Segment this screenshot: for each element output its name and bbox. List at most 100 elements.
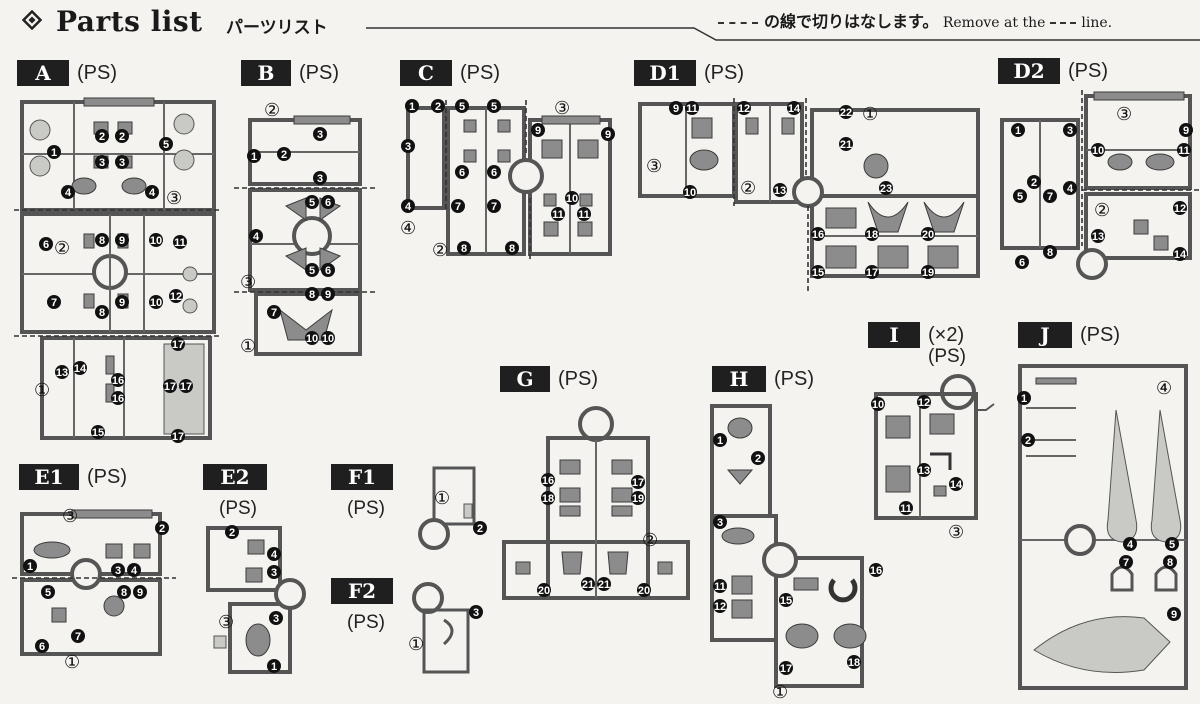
runner-label-h: H(PS)	[712, 366, 814, 392]
frame-numbers: ② ③ ①	[240, 100, 280, 356]
frame-numbers: ①	[434, 488, 450, 508]
svg-text:18: 18	[542, 493, 554, 505]
svg-text:18: 18	[848, 657, 860, 669]
svg-text:17: 17	[866, 267, 878, 279]
svg-text:3: 3	[717, 517, 723, 529]
svg-text:8: 8	[1167, 557, 1173, 569]
runner-i: 10 12 13 14 11 ③	[871, 374, 995, 542]
svg-text:22: 22	[840, 107, 852, 119]
part-number-markers: 1 2 3 4 5 5 6 6 7 7 8 8 9 9 10 11 11	[401, 99, 615, 255]
frame-numbers: ③	[948, 522, 964, 542]
svg-text:3: 3	[405, 141, 411, 153]
svg-text:5: 5	[45, 587, 51, 599]
runner-label-i: I(×2)	[868, 322, 964, 348]
runner-label-f1: F1	[331, 464, 393, 490]
svg-text:17: 17	[632, 477, 644, 489]
svg-text:6: 6	[1019, 257, 1025, 269]
runner-d2: 1 3 2 4 5 7 8 6 9 10 11 12 13 14 ③ ②	[1000, 90, 1200, 280]
svg-text:13: 13	[774, 185, 786, 197]
svg-text:1: 1	[1021, 393, 1027, 405]
svg-text:3: 3	[1067, 125, 1073, 137]
svg-text:4: 4	[149, 187, 156, 199]
part-number-markers: 2 1 3 4 5 8 9 7 6	[23, 521, 169, 653]
runner-e1: 2 1 3 4 5 8 9 7 6 ③ ①	[12, 506, 176, 672]
runner-label-e1: E1(PS)	[19, 464, 127, 490]
svg-text:①: ①	[34, 380, 50, 400]
svg-text:21: 21	[840, 139, 852, 151]
svg-text:9: 9	[605, 129, 611, 141]
frame-numbers: ①	[772, 682, 788, 702]
svg-text:7: 7	[75, 631, 81, 643]
svg-text:6: 6	[39, 641, 45, 653]
svg-text:11: 11	[174, 237, 186, 249]
svg-text:①: ①	[434, 488, 450, 508]
svg-text:3: 3	[119, 157, 125, 169]
svg-text:17: 17	[180, 381, 192, 393]
part-number-markers: 16 18 17 19 20 21 21 20	[537, 473, 651, 597]
svg-text:13: 13	[918, 465, 930, 477]
svg-text:2: 2	[99, 131, 105, 143]
svg-text:2: 2	[477, 523, 483, 535]
svg-text:①: ①	[862, 104, 878, 124]
svg-text:12: 12	[1174, 203, 1186, 215]
svg-text:③: ③	[554, 98, 570, 118]
svg-text:9: 9	[119, 235, 125, 247]
runner-h: 1 2 3 11 12 16 15 17 18 ①	[710, 404, 883, 702]
svg-text:4: 4	[1067, 183, 1074, 195]
frame-numbers: ③ ④ ②	[400, 98, 570, 260]
frame-numbers: ③ ② ①	[34, 188, 182, 400]
svg-text:10: 10	[1092, 145, 1104, 157]
svg-text:1: 1	[409, 101, 415, 113]
svg-text:10: 10	[872, 399, 884, 411]
svg-text:23: 23	[880, 183, 892, 195]
svg-text:③: ③	[166, 188, 182, 208]
svg-text:17: 17	[172, 339, 184, 351]
header-rule	[366, 27, 1200, 41]
svg-text:③: ③	[240, 272, 256, 292]
svg-text:14: 14	[950, 479, 963, 491]
runner-f2: 3 ①	[408, 582, 483, 674]
runner-label-d2: D2(PS)	[998, 58, 1108, 84]
svg-text:8: 8	[1047, 247, 1053, 259]
svg-text:②: ②	[264, 100, 280, 120]
runner-material-f1: (PS)	[347, 498, 385, 519]
svg-text:③: ③	[62, 506, 78, 526]
svg-text:2: 2	[159, 523, 165, 535]
dash-line-sample	[1050, 21, 1077, 24]
svg-text:14: 14	[74, 363, 87, 375]
svg-text:11: 11	[686, 103, 698, 115]
svg-text:9: 9	[535, 125, 541, 137]
svg-text:16: 16	[870, 565, 882, 577]
runner-label-a: A(PS)	[17, 60, 117, 86]
runner-material-f2: (PS)	[347, 612, 385, 633]
part-number-markers: 1 2 4 5 7 8 9	[1017, 391, 1181, 621]
svg-text:10: 10	[566, 193, 578, 205]
svg-text:19: 19	[632, 493, 644, 505]
svg-text:16: 16	[112, 393, 124, 405]
svg-text:12: 12	[714, 601, 726, 613]
svg-text:14: 14	[788, 103, 801, 115]
svg-text:3: 3	[317, 129, 323, 141]
part-number-markers: 1 2 3 11 12 16 15 17 18	[713, 433, 883, 675]
svg-text:16: 16	[812, 229, 824, 241]
runner-g: 16 18 17 19 20 21 21 20 ②	[502, 406, 690, 600]
svg-text:6: 6	[325, 197, 331, 209]
svg-text:1: 1	[271, 661, 277, 673]
svg-text:②: ②	[54, 238, 70, 258]
svg-text:6: 6	[43, 239, 49, 251]
svg-text:13: 13	[56, 367, 68, 379]
svg-text:②: ②	[642, 530, 658, 550]
svg-text:5: 5	[163, 139, 169, 151]
runner-label-f2: F2	[331, 578, 393, 604]
part-number-markers: 3	[469, 605, 483, 619]
svg-text:9: 9	[325, 289, 331, 301]
svg-text:9: 9	[1183, 125, 1189, 137]
svg-text:16: 16	[112, 375, 124, 387]
frame-numbers: ③	[218, 612, 234, 632]
svg-text:12: 12	[170, 291, 182, 303]
svg-text:19: 19	[922, 267, 934, 279]
svg-text:10: 10	[306, 333, 318, 345]
svg-text:17: 17	[780, 663, 792, 675]
svg-text:4: 4	[131, 565, 138, 577]
